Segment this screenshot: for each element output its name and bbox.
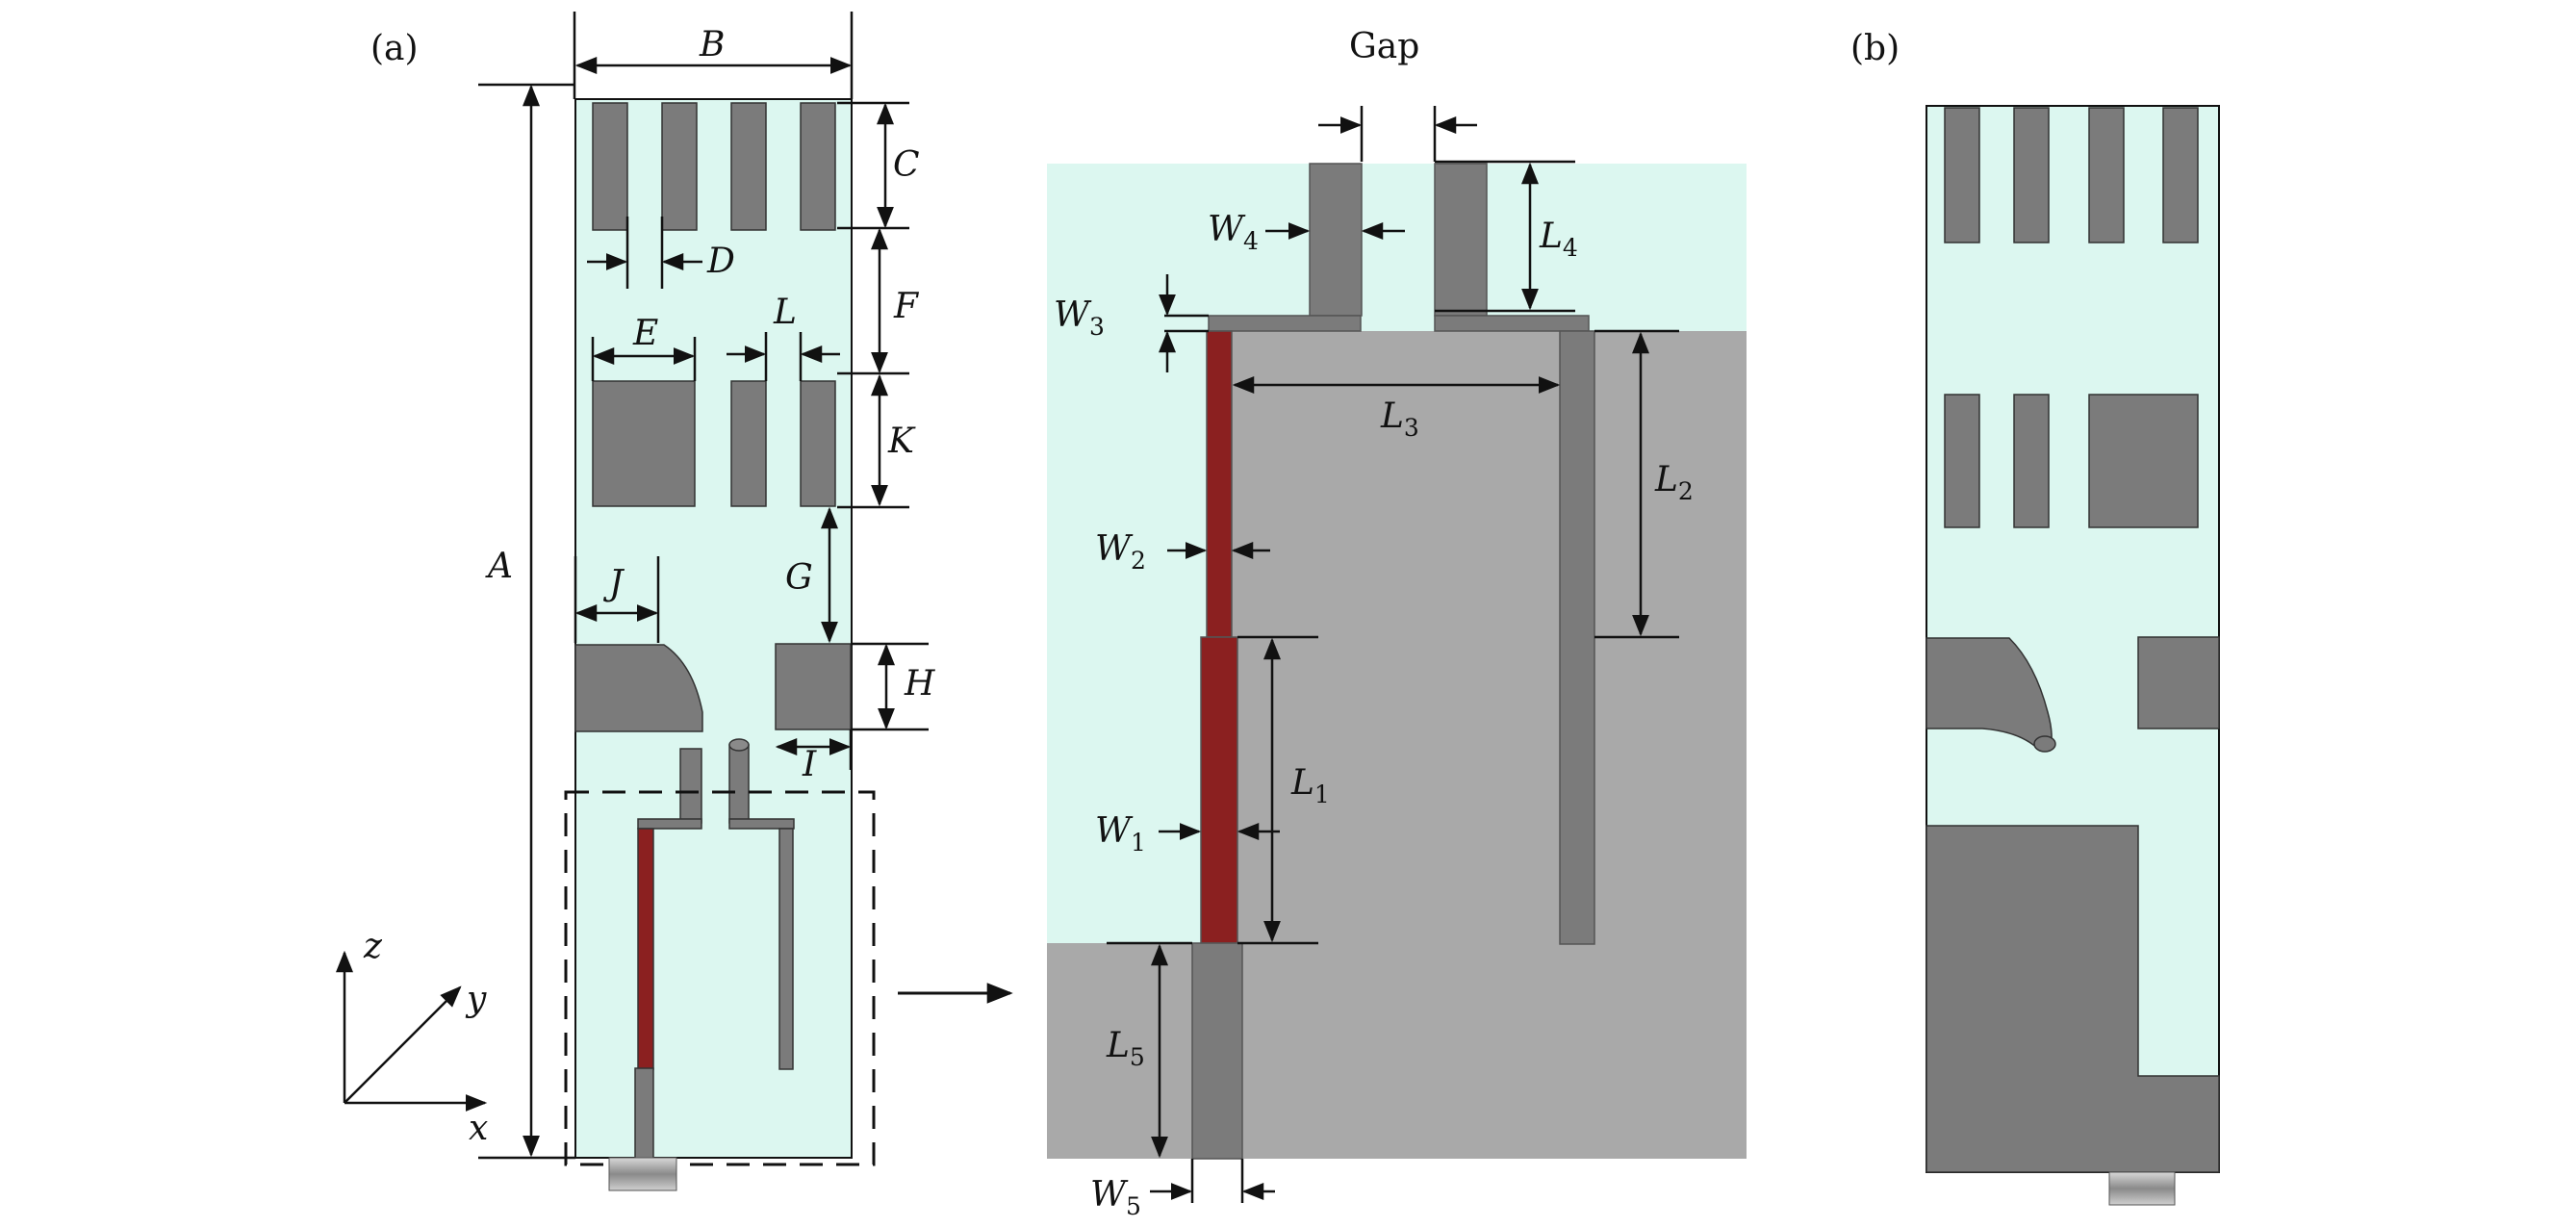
label-G: G (785, 558, 813, 598)
zoomed-feed-view (1047, 163, 1747, 1160)
back-curved-stub (1926, 637, 2053, 752)
back-top-comb (1944, 107, 2199, 243)
substrate-front (574, 98, 853, 1159)
label-W5: W5 (1090, 1175, 1141, 1220)
label-gap: Gap (1349, 27, 1419, 66)
zoom-red-feed-lower (1200, 636, 1238, 944)
back-sma-connector (2108, 1171, 2176, 1206)
label-L4: L4 (1539, 217, 1578, 262)
label-K: K (887, 422, 916, 461)
zoom-lower-ground (1047, 943, 1211, 1159)
zoom-right-crossbar (1434, 315, 1590, 332)
label-L2: L2 (1654, 460, 1694, 505)
zoom-microstrip-bottom (1191, 942, 1243, 1160)
dimensions-a (478, 12, 929, 1160)
back-view: (b) (1850, 29, 2220, 1206)
label-A: A (485, 547, 513, 586)
zoom-ground-plane (1208, 331, 1747, 1159)
back-via (2033, 735, 2056, 753)
middle-patches (592, 380, 836, 507)
zoom-left-crossbar (1208, 315, 1362, 332)
label-L: L (773, 293, 797, 332)
panel-label-a: (a) (370, 29, 419, 68)
label-H: H (904, 664, 935, 704)
top-comb-strips (592, 102, 836, 231)
dimension-labels-zoom: Gap W4 L4 W3 L3 L2 W2 L1 W1 L5 W5 (1054, 27, 1694, 1220)
front-view (564, 98, 876, 1191)
label-W3: W3 (1054, 295, 1105, 341)
dimensions-zoom (1107, 106, 1679, 1203)
label-E: E (632, 314, 658, 353)
label-B: B (699, 25, 725, 64)
dimension-labels-a: (a) A B C D E F G H I J K L (370, 25, 935, 784)
curved-stub (574, 644, 703, 732)
label-W1: W1 (1095, 811, 1146, 857)
back-right-square (2137, 636, 2220, 729)
label-W4: W4 (1208, 210, 1259, 255)
feed-network (634, 738, 795, 1161)
back-middle-patches (1944, 394, 2199, 528)
label-W2: W2 (1095, 529, 1146, 575)
label-F: F (893, 287, 920, 326)
label-L5: L5 (1106, 1026, 1145, 1071)
sma-connector (608, 1157, 677, 1191)
right-square-patch (775, 643, 852, 730)
label-I: I (802, 745, 817, 784)
label-C: C (893, 145, 920, 185)
axis-x: x (469, 1109, 488, 1148)
back-ground-plane (1926, 825, 2220, 1173)
zoom-left-arm (1309, 163, 1363, 317)
zoom-region (564, 790, 876, 1166)
zoom-right-vertical (1559, 330, 1595, 945)
zoom-red-feed-upper (1206, 330, 1233, 638)
axis-z: z (363, 927, 383, 966)
label-L1: L1 (1290, 763, 1330, 808)
axis-y: y (465, 980, 487, 1019)
zoom-right-arm (1434, 163, 1488, 317)
label-L3: L3 (1380, 397, 1419, 442)
coordinate-axes: z y x (336, 927, 488, 1148)
label-D: D (706, 242, 735, 281)
panel-label-b: (b) (1850, 29, 1900, 68)
